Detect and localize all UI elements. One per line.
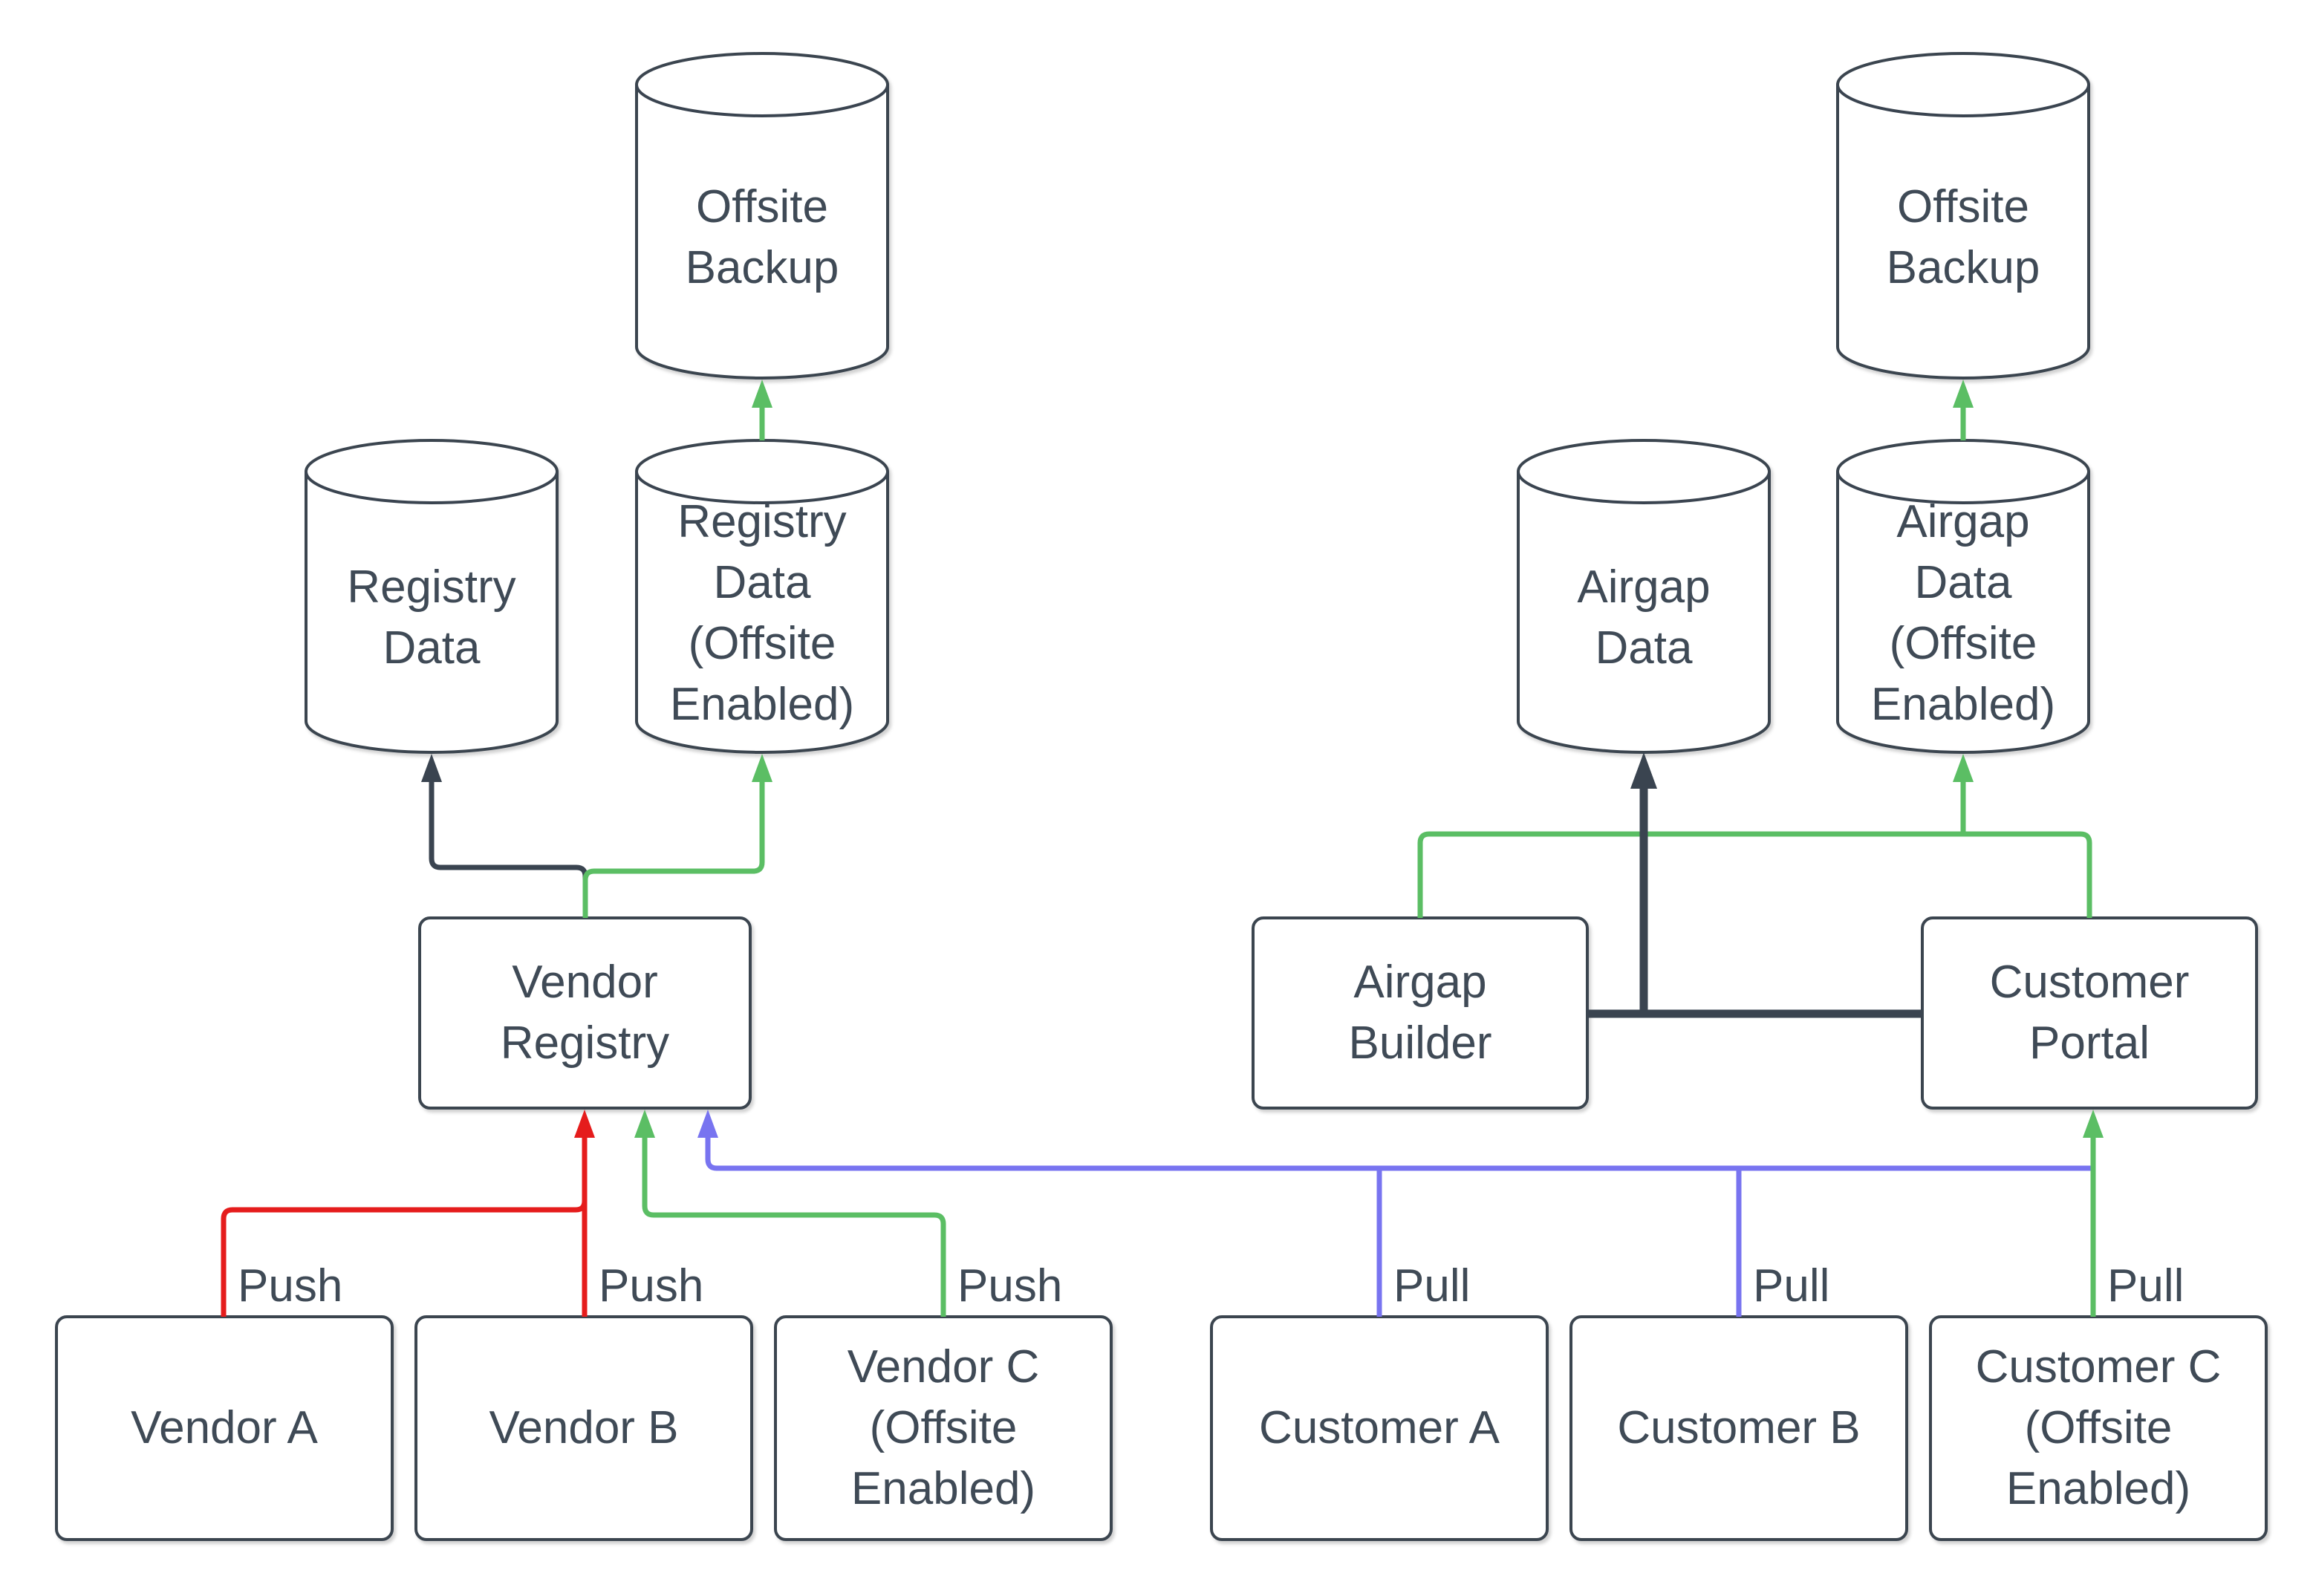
arrowhead-push-vendor-c (634, 1110, 655, 1138)
cylinder-offsite-backup-left (635, 52, 889, 380)
arrowhead-registry-store (421, 754, 442, 782)
label-customer-c: Customer C (Offsite Enabled) (1975, 1341, 2222, 1514)
arrowhead-offsite-backup-left (752, 380, 772, 408)
arrowhead-push-vendor-b (574, 1110, 595, 1138)
edge-registry-offsite-store (582, 781, 765, 918)
edge-registry-store (429, 781, 588, 918)
label-vendor-c: Vendor C (Offsite Enabled) (847, 1341, 1040, 1514)
label-vendor-registry: Vendor Registry (500, 957, 670, 1069)
label-offsite-backup-right: Offsite Backup (1886, 180, 2040, 293)
cylinder-airgap-data (1517, 439, 1771, 754)
label-vendor-b: Vendor B (489, 1402, 679, 1454)
label-airgap-builder: Airgap Builder (1348, 957, 1492, 1069)
label-registry-data: Registry Data (347, 561, 516, 674)
label-customer-a: Customer A (1259, 1402, 1500, 1454)
cylinder-registry-data-offsite (635, 439, 889, 754)
label-registry-data-offsite: Registry Data (Offsite Enabled) (669, 496, 855, 730)
arrowhead-registry-offsite-store (752, 754, 772, 782)
edge-label-pull-customer-c: Pull (2107, 1260, 2184, 1312)
arrowhead-offsite-backup-right (1953, 380, 1974, 408)
label-airgap-data-offsite: Airgap Data (Offsite Enabled) (1870, 496, 2056, 730)
edge-label-pull-customer-b: Pull (1753, 1260, 1830, 1312)
cylinder-offsite-backup-right (1836, 52, 2090, 380)
label-customer-b: Customer B (1617, 1402, 1861, 1454)
label-vendor-a: Vendor A (131, 1402, 318, 1454)
cylinder-registry-data (305, 439, 559, 754)
arrowhead-airgap-offsite-store (1953, 754, 1974, 782)
arrowhead-pull-bus (697, 1110, 718, 1138)
label-customer-portal: Customer Portal (1989, 957, 2190, 1069)
edge-label-pull-customer-a: Pull (1393, 1260, 1471, 1312)
cylinder-airgap-data-offsite (1836, 439, 2090, 754)
edge-label-push-vendor-a: Push (238, 1260, 343, 1312)
arrowhead-pull-customer-c (2083, 1110, 2104, 1138)
edge-label-push-vendor-b: Push (599, 1260, 704, 1312)
label-airgap-data: Airgap Data (1577, 561, 1711, 674)
label-offsite-backup-left: Offsite Backup (685, 180, 839, 293)
edge-pull-bus (705, 1136, 2093, 1171)
edge-push-vendor-c (642, 1136, 946, 1317)
box-customer-c (1929, 1315, 2268, 1541)
edge-label-push-vendor-c: Push (957, 1260, 1063, 1312)
arrowhead-airgap-store (1630, 752, 1657, 789)
edge-airgap-network (1417, 831, 2092, 918)
